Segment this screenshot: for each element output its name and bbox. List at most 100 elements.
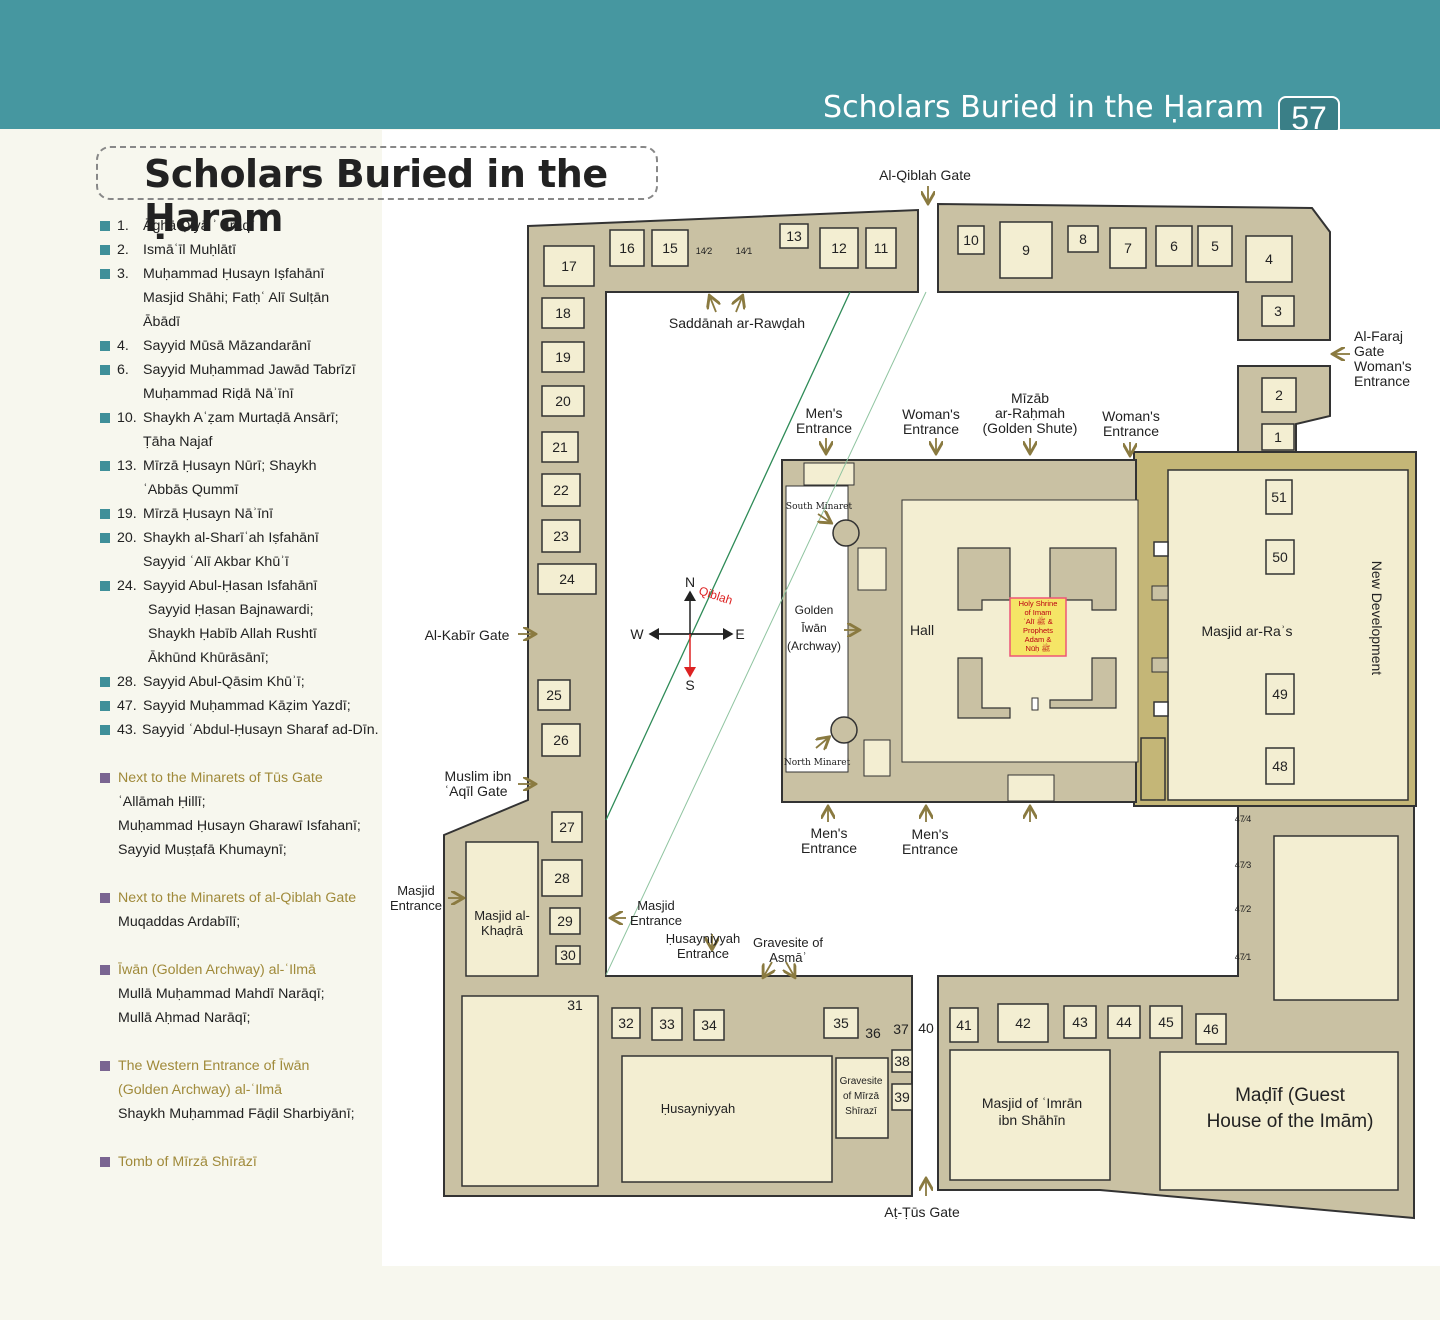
room-number: 8 — [1079, 231, 1087, 247]
room-11 — [865, 227, 897, 269]
room-25 — [537, 679, 571, 711]
faraj-gate-label: Woman's — [1354, 358, 1412, 374]
teal-square-icon — [100, 269, 110, 279]
room-number: 18 — [555, 305, 571, 321]
faraj-gate-label: Entrance — [1354, 373, 1410, 389]
room-8 — [1067, 225, 1099, 253]
room-39 — [891, 1083, 913, 1111]
madif-label: House of the Imām) — [1207, 1111, 1374, 1132]
mizab-label: ar-Raḥmah — [995, 405, 1065, 421]
south-minaret-icon — [832, 519, 860, 547]
husayniyyah-label: Ḥusayniyyah — [661, 1101, 735, 1116]
room-number: 50 — [1272, 549, 1288, 565]
legend-continuation: Muḥammad Riḍā Nāʾīnī — [143, 386, 294, 402]
room-number: 12 — [831, 240, 847, 256]
masjid-ar-ras-label: Masjid ar-Raʾs — [1201, 623, 1292, 639]
legend-continuation: Ābādī — [143, 314, 181, 330]
compass-e: E — [735, 626, 744, 642]
shrine-label: Holy Shrine — [1019, 599, 1058, 608]
room-number: 10 — [963, 232, 979, 248]
room-number: 1 — [1274, 429, 1282, 445]
room-28 — [541, 859, 583, 897]
header-banner — [0, 0, 1440, 129]
room-10 — [957, 225, 985, 255]
legend-scholar: Muḥammad Ḥusayn Gharawī Isfahanī; — [118, 818, 361, 834]
womans-entrance-label: Entrance — [1103, 423, 1159, 439]
room-number: 45 — [1158, 1014, 1174, 1030]
teal-square-icon — [100, 533, 110, 543]
compass: N S W E Qiblah — [630, 574, 744, 693]
room-number: 31 — [567, 997, 583, 1013]
teal-square-icon — [100, 509, 110, 519]
legend-continuation: ʿAbbās Qummī — [143, 482, 239, 498]
legend-continuation: Ākhūnd Khūrāsānī; — [148, 650, 269, 666]
room-number: 13 — [786, 228, 802, 244]
room-23 — [541, 519, 581, 553]
room-27 — [551, 811, 583, 843]
teal-square-icon — [100, 245, 110, 255]
room-34 — [693, 1009, 725, 1041]
qiblah-line — [605, 291, 927, 976]
room-fraction: 47⁄2 — [1235, 904, 1252, 914]
legend-scholar: Mullā Aḥmad Narāqī; — [118, 1010, 251, 1026]
room-number: 46 — [1203, 1021, 1219, 1037]
legend-scholar: Mullā Muḥammad Mahdī Narāqī; — [118, 986, 325, 1002]
womans-entrance-label: Woman's — [902, 406, 960, 422]
heading-title: Scholars Buried in the Ḥaram — [144, 152, 608, 240]
room-number: 15 — [662, 240, 678, 256]
gravesite-mirza-label: Gravesite — [840, 1076, 883, 1087]
legend-scholar: Muqaddas Ardabīlī; — [118, 914, 241, 930]
room-5 — [1197, 225, 1233, 267]
compass-n: N — [685, 574, 695, 590]
room-number: 35 — [833, 1015, 849, 1031]
gravesite-asma-label: Asmāʾ — [769, 950, 807, 965]
room-22 — [541, 473, 581, 507]
room-cells — [537, 223, 1297, 1111]
mens-entrance-label: Men's — [811, 825, 848, 841]
room-number: 38 — [894, 1053, 910, 1069]
muslim-gate-label: ʿAqīl Gate — [444, 783, 507, 799]
purple-square-icon — [100, 773, 110, 783]
room-number: 6 — [1170, 238, 1178, 254]
room-number: 25 — [546, 687, 562, 703]
compass-qiblah: Qiblah — [697, 584, 734, 608]
room-number: 24 — [559, 571, 575, 587]
mens-entrance-label: Entrance — [796, 420, 852, 436]
teal-square-icon — [100, 221, 110, 231]
room-number: 2 — [1275, 387, 1283, 403]
room-number: 49 — [1272, 686, 1288, 702]
mens-entrance-label: Entrance — [902, 841, 958, 857]
room-number: 32 — [618, 1015, 634, 1031]
teal-square-icon — [100, 581, 110, 591]
room-30 — [555, 945, 581, 965]
purple-square-icon — [100, 1157, 110, 1167]
room-number: 48 — [1272, 758, 1288, 774]
north-minaret-label: North Minaret — [784, 758, 851, 768]
shrine-label: Nūḥ ﷺ — [1026, 643, 1051, 653]
legend-continuation: Sayyid Ḥasan Bajnawardi; — [148, 602, 314, 618]
shrine-label: ʿAlī ﷺ & — [1023, 616, 1053, 626]
legend-continuation: Masjid Shāhi; Fatḥʿ Alī Sulṭān — [143, 290, 330, 306]
room-number: 11 — [874, 240, 889, 256]
masjid-entrance-label: Entrance — [630, 913, 682, 928]
room-number: 42 — [1015, 1015, 1031, 1031]
room-43 — [1063, 1005, 1097, 1039]
room-number: 37 — [893, 1021, 909, 1037]
room-number: 40 — [918, 1020, 934, 1036]
room-12 — [819, 227, 859, 269]
purple-square-icon — [100, 965, 110, 975]
room-number: 26 — [553, 732, 569, 748]
room-number: 51 — [1271, 489, 1287, 505]
masjid-imran-label: Masjid of ʿImrān — [982, 1095, 1082, 1111]
golden-iwan-label: (Archway) — [787, 639, 841, 653]
room-number: 23 — [553, 528, 569, 544]
room-44 — [1107, 1005, 1141, 1039]
room-fraction: 47⁄4 — [1235, 814, 1252, 824]
womans-entrance-label: Entrance — [903, 421, 959, 437]
room-fraction: 14⁄1 — [736, 246, 753, 256]
room-number: 9 — [1022, 242, 1030, 258]
holy-shrine-tomb — [1009, 597, 1067, 657]
golden-iwan-label: Golden — [795, 603, 834, 617]
